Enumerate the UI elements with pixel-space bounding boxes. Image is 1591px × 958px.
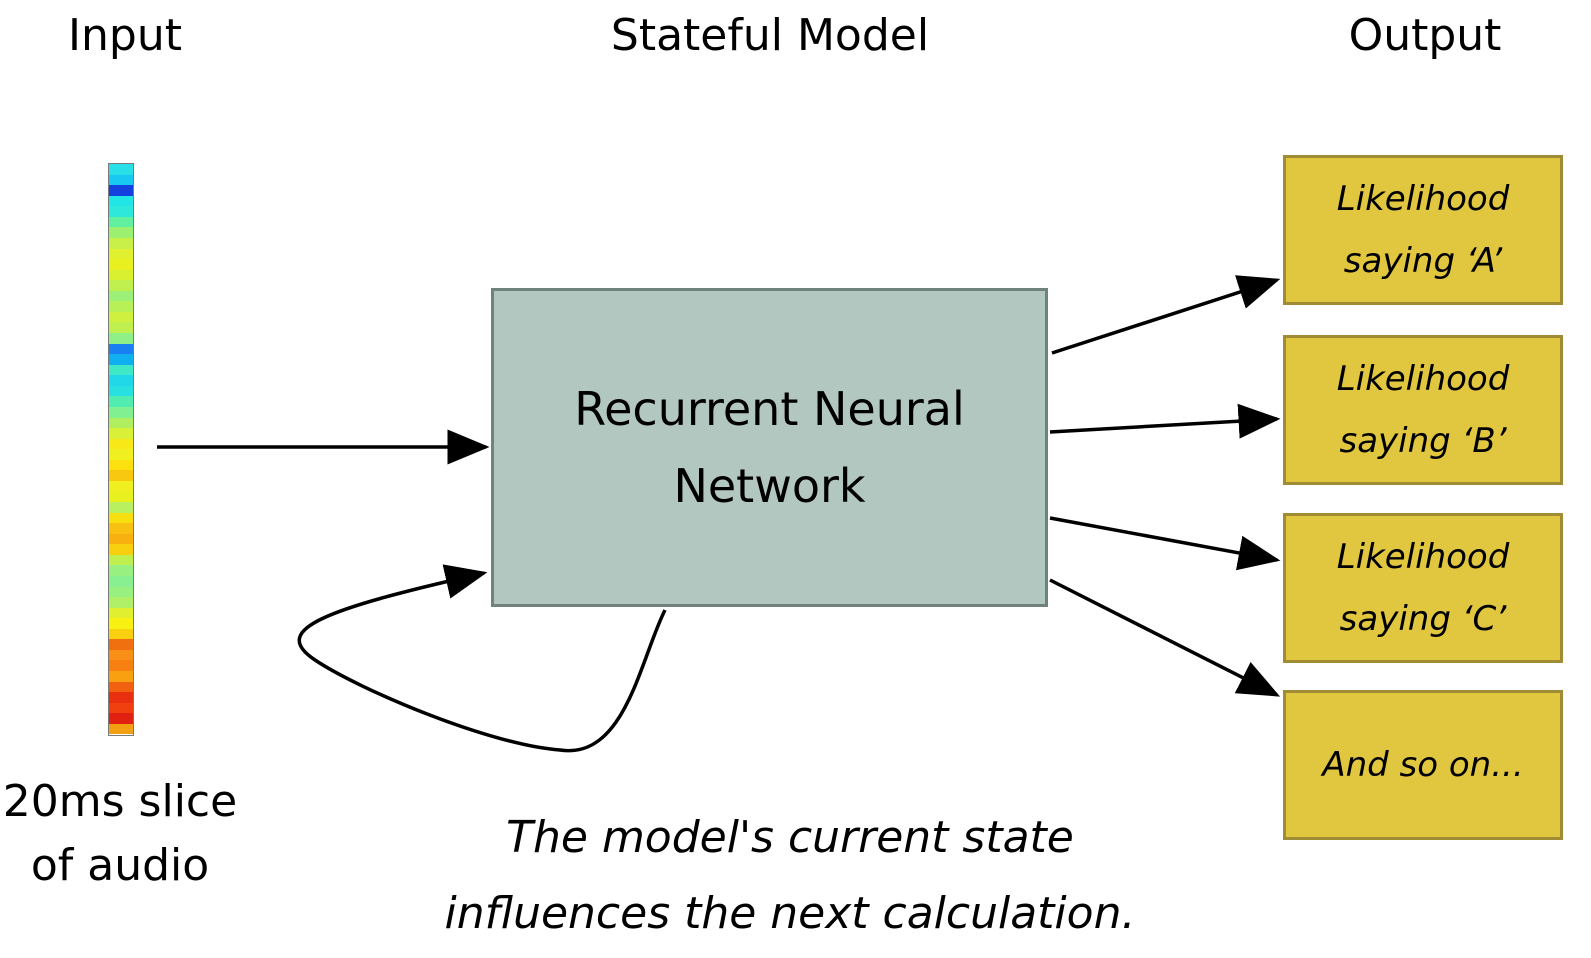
- spectrogram-band: [109, 512, 133, 524]
- spectrogram-band: [109, 185, 133, 196]
- spectrogram-band: [109, 713, 133, 724]
- spectrogram-band: [109, 723, 133, 735]
- audio-spectrogram-slice: [108, 163, 134, 736]
- spectrogram-band: [109, 248, 133, 260]
- spectrogram-band: [109, 333, 133, 344]
- spectrogram-band: [109, 280, 133, 291]
- spectrogram-band: [109, 375, 133, 386]
- output-a-line2: saying ‘A’: [1343, 241, 1503, 281]
- output-box-c: Likelihood saying ‘C’: [1283, 513, 1563, 663]
- output-more-line1: And so on...: [1322, 745, 1524, 785]
- spectrogram-band: [109, 174, 133, 186]
- spectrogram-band: [109, 227, 133, 238]
- spectrogram-band: [109, 660, 133, 671]
- spectrogram-band: [109, 502, 133, 513]
- spectrogram-band: [109, 649, 133, 661]
- recurrence-caption: The model's current state influences the…: [420, 800, 1160, 952]
- input-heading: Input: [68, 10, 182, 61]
- spectrogram-band: [109, 164, 133, 175]
- spectrogram-band: [109, 195, 133, 207]
- spectrogram-band: [109, 607, 133, 619]
- spectrogram-band: [109, 216, 133, 228]
- spectrogram-band: [109, 470, 133, 481]
- spectrogram-band: [109, 671, 133, 682]
- input-caption-line2: of audio: [30, 840, 210, 891]
- spectrogram-band: [109, 438, 133, 450]
- spectrogram-band: [109, 523, 133, 534]
- spectrogram-band: [109, 459, 133, 471]
- spectrogram-band: [109, 480, 133, 492]
- recurrence-caption-line2: influences the next calculation.: [444, 888, 1136, 939]
- spectrogram-band: [109, 290, 133, 302]
- spectrogram-band: [109, 628, 133, 640]
- spectrogram-band: [109, 544, 133, 555]
- model-heading: Stateful Model: [610, 10, 930, 61]
- output-arrow-more: [1049, 578, 1281, 697]
- spectrogram-band: [109, 396, 133, 407]
- output-box-a: Likelihood saying ‘A’: [1283, 155, 1563, 305]
- spectrogram-band: [109, 681, 133, 693]
- spectrogram-band: [109, 406, 133, 418]
- output-a-line1: Likelihood: [1336, 179, 1510, 219]
- output-arrow-b: [1049, 403, 1281, 439]
- spectrogram-band: [109, 597, 133, 608]
- spectrogram-band: [109, 491, 133, 502]
- output-arrow-c: [1049, 516, 1281, 571]
- spectrogram-band: [109, 364, 133, 376]
- spectrogram-band: [109, 269, 133, 281]
- output-c-line2: saying ‘C’: [1339, 599, 1507, 639]
- spectrogram-band: [109, 417, 133, 429]
- spectrogram-band: [109, 322, 133, 333]
- spectrogram-band: [109, 586, 133, 598]
- spectrogram-band: [109, 565, 133, 576]
- spectrogram-band: [109, 639, 133, 650]
- spectrogram-band: [109, 692, 133, 703]
- rnn-label-line2: Network: [673, 458, 866, 513]
- spectrogram-band: [109, 575, 133, 587]
- output-box-b: Likelihood saying ‘B’: [1283, 335, 1563, 485]
- spectrogram-band: [109, 702, 133, 714]
- spectrogram-band: [109, 554, 133, 566]
- output-box-more: And so on...: [1283, 690, 1563, 840]
- spectrogram-band: [109, 206, 133, 217]
- rnn-label-line1: Recurrent Neural: [574, 381, 965, 436]
- spectrogram-band: [109, 385, 133, 397]
- recurrence-caption-line1: The model's current state: [506, 812, 1074, 863]
- output-c-line1: Likelihood: [1336, 537, 1510, 577]
- spectrogram-band: [109, 533, 133, 545]
- spectrogram-band: [109, 428, 133, 439]
- spectrogram-band: [109, 343, 133, 355]
- spectrogram-band: [109, 237, 133, 249]
- output-heading: Output: [1348, 10, 1502, 61]
- spectrogram-band: [109, 301, 133, 312]
- input-caption-line1: 20ms slice: [2, 776, 238, 827]
- recurrent-loop-arrow: [297, 564, 667, 753]
- output-arrow-a: [1051, 275, 1281, 355]
- spectrogram-band: [109, 449, 133, 460]
- output-b-line2: saying ‘B’: [1339, 421, 1507, 461]
- rnn-box: Recurrent Neural Network: [491, 288, 1048, 607]
- spectrogram-band: [109, 354, 133, 365]
- output-b-line1: Likelihood: [1336, 359, 1510, 399]
- spectrogram-band: [109, 618, 133, 629]
- input-caption: 20ms slice of audio: [0, 770, 240, 898]
- spectrogram-band: [109, 311, 133, 323]
- spectrogram-band: [109, 259, 133, 270]
